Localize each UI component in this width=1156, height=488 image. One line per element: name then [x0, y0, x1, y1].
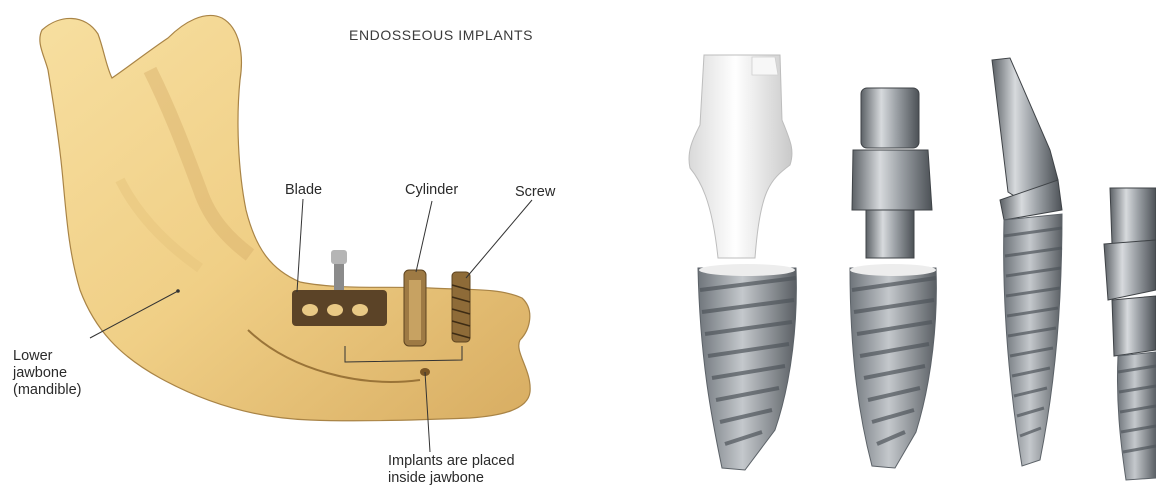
label-lower-jawbone-line1: Lower — [13, 348, 53, 364]
cylinder-implant — [404, 270, 426, 346]
label-cylinder: Cylinder — [405, 182, 458, 198]
ceramic-abutment-implant — [689, 55, 796, 470]
angled-one-piece-implant — [992, 58, 1062, 466]
implant-photos — [689, 55, 1156, 480]
label-blade: Blade — [285, 182, 322, 198]
label-placed-line1: Implants are placed — [388, 453, 515, 469]
narrow-implant — [1104, 188, 1156, 480]
label-placed-line2: inside jawbone — [388, 470, 484, 486]
label-screw: Screw — [515, 184, 555, 200]
titanium-abutment-implant — [850, 88, 936, 468]
label-lower-jawbone-line3: (mandible) — [13, 382, 82, 398]
label-lower-jawbone-line2: jawbone — [13, 365, 67, 381]
diagram-title: ENDOSSEOUS IMPLANTS — [349, 27, 533, 43]
screw-implant — [452, 272, 470, 342]
mandible-illustration — [40, 15, 532, 452]
